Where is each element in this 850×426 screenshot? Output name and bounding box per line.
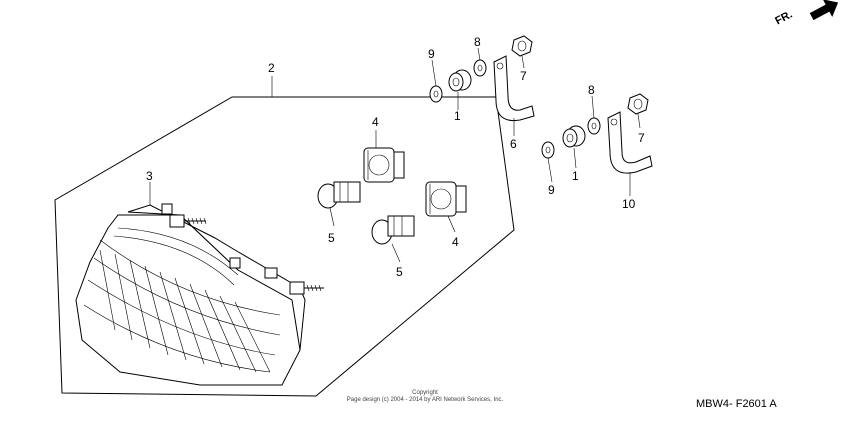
callout-4-upper: 4 (372, 115, 379, 129)
grommet-lower (562, 125, 586, 148)
bulb-socket-lower (425, 181, 467, 217)
callout-9-lower: 9 (548, 183, 555, 197)
bulb-socket-upper (363, 147, 405, 183)
stay-bracket-10 (607, 111, 653, 174)
front-arrow-icon (809, 0, 839, 21)
callout-6: 6 (510, 137, 517, 151)
callout-1-lower: 1 (572, 169, 579, 183)
callout-10: 10 (622, 197, 636, 211)
bulb-lower (371, 215, 415, 245)
diagram-code: MBW4- F2601 A (696, 398, 777, 410)
washer-lower (541, 141, 555, 159)
callout-5-lower: 5 (396, 265, 403, 279)
callout-4-lower: 4 (452, 235, 459, 249)
callout-9-upper: 9 (428, 47, 435, 61)
callout-8-lower: 8 (588, 83, 595, 97)
callout-7-upper: 7 (520, 69, 527, 83)
copyright-line-1: Copyright (412, 390, 438, 396)
callout-8-upper: 8 (474, 35, 481, 49)
mounting-stud-upper (169, 214, 207, 228)
stay-bracket-6 (493, 55, 535, 122)
callout-2: 2 (268, 61, 275, 75)
callout-7-lower: 7 (638, 131, 645, 145)
copyright-line-2: Page design (c) 2004 - 2014 by ARI Netwo… (346, 397, 504, 403)
lens-texture (99, 249, 271, 373)
bulb-upper (317, 181, 361, 209)
grommet-upper (448, 69, 472, 92)
washer-upper (429, 85, 443, 103)
collar-upper (473, 59, 487, 77)
taillight-assembly (75, 203, 324, 386)
callout-5-upper: 5 (328, 231, 335, 245)
nut-lower (627, 93, 649, 115)
mounting-stud-lower (289, 281, 324, 295)
leader-lines (149, 47, 641, 263)
callout-1-upper: 1 (454, 109, 461, 123)
copyright-notice: Copyright Page design (c) 2004 - 2014 by… (300, 390, 550, 404)
collar-lower (587, 117, 601, 135)
callout-3: 3 (146, 169, 153, 183)
nut-upper (511, 35, 533, 57)
